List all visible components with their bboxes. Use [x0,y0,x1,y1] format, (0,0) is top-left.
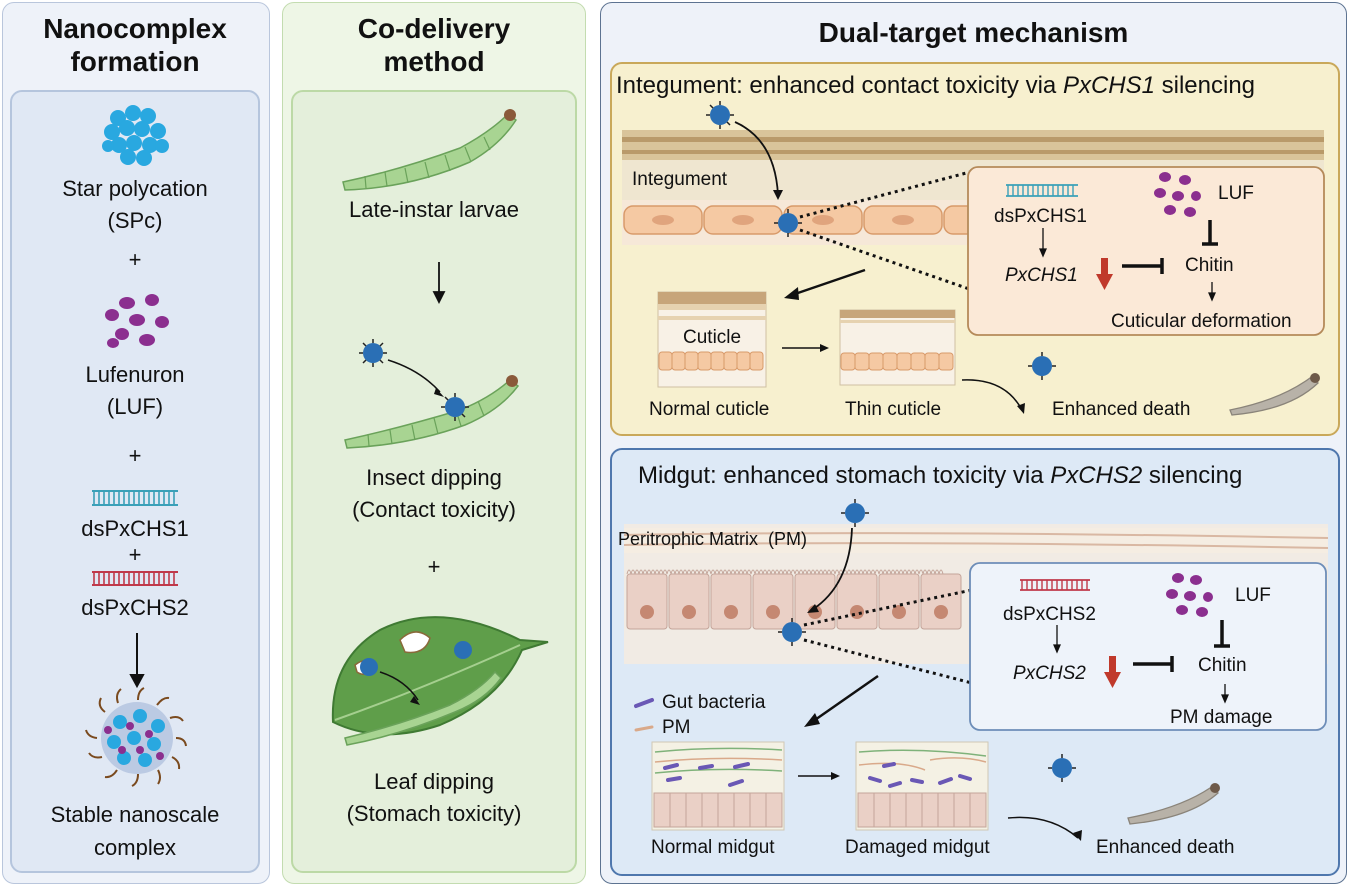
midgut-header: Midgut: enhanced stomach toxicity via Px… [638,461,1242,491]
midgut-luf-label: LUF [1235,585,1271,606]
damaged-midgut-label: Damaged midgut [845,837,990,858]
midgut-dsrna-icon [1020,579,1090,591]
result-label-2: complex [94,835,176,860]
normal-midgut-icon [651,741,785,831]
spc-label-1: Star polycation [62,176,208,201]
thin-cuticle-icon [839,309,956,386]
normal-cuticle-icon [657,291,767,388]
larvae-label: Late-instar larvae [349,197,519,222]
luf-label-1: Lufenuron [85,362,185,387]
midgut-gene-label: PxCHS2 [1013,663,1086,684]
codelivery-inner-panel [291,90,577,873]
cuticle-label: Cuticle [683,327,742,348]
leaf-dipping-label-1: Leaf dipping [374,769,494,794]
leaf-icon [331,616,549,746]
integument-header-suffix: silencing [1154,72,1256,99]
leaf-dipping-label-2: (Stomach toxicity) [346,801,522,826]
midgut-cell-nanoparticle-icon [778,618,806,646]
delivery-arrow [432,262,446,305]
midgut-header-gene: PxCHS2 [1050,462,1143,489]
nanocomplex-icon [85,687,187,787]
integument-ds-label: dsPxCHS1 [994,206,1087,227]
integument-entry-arrow [734,121,779,196]
integument-cell-nanoparticle-icon [774,209,802,237]
dspxchs1-label: dsPxCHS1 [81,516,189,541]
plus-1: + [128,247,142,272]
pm-legend-icon [634,725,654,732]
integument-death-label: Enhanced death [1052,399,1191,420]
nanocomplex-graphics [85,105,187,787]
midgut-down-arrow [1104,656,1121,688]
formation-arrow [129,633,145,689]
midgut-header-text: Midgut: enhanced stomach toxicity via [638,462,1051,489]
nanocomplex-title-line1: Nanocomplex [43,13,227,44]
mechanism-title: Dual-target mechanism [818,17,1129,48]
pm-legend-label: PM [662,717,691,738]
gut-bacteria-legend-label: Gut bacteria [662,692,766,713]
gut-bacteria-legend-icon [634,698,654,708]
midgut-dead-larva-icon [1127,783,1220,825]
result-label-1: Stable nanoscale [50,802,220,827]
dead-larva-icon [1229,373,1320,416]
integument-nanoparticle-icon [706,101,734,129]
spc-label-2: (SPc) [107,208,163,233]
nanocomplex-title-line2: formation [70,46,200,77]
midgut-death-label: Enhanced death [1096,837,1235,858]
dspxchs1-icon [92,490,178,506]
integument-header-text: Integument: enhanced contact toxicity vi… [616,72,1063,99]
dspxchs2-icon [92,571,178,586]
midgut-luf-icon [1166,573,1213,617]
nanoparticle-icon [359,339,387,367]
midgut-death-nanoparticle-icon [1048,754,1076,782]
pm-damage-label: PM damage [1170,707,1273,728]
integument-down-arrow [1096,258,1113,290]
integument-gene-label: PxCHS1 [1005,265,1078,286]
midgut-detail-box [969,562,1327,731]
luf-label-2: (LUF) [106,394,164,419]
insect-dipping-label-1: Insect dipping [366,465,502,490]
codelivery-graphics [331,109,549,746]
insect-dipping-label-2: (Contact toxicity) [352,497,516,522]
dspxchs2-label: dsPxCHS2 [81,595,189,620]
integument-header-gene: PxCHS1 [1062,72,1155,99]
midgut-chitin-label: Chitin [1198,655,1247,676]
midgut-ds-label: dsPxCHS2 [1003,604,1096,625]
cuticular-deformation-label: Cuticular deformation [1111,311,1292,332]
plus-2: + [128,443,142,468]
normal-cuticle-label: Normal cuticle [649,399,770,420]
normal-midgut-label: Normal midgut [651,837,775,858]
integument-luf-icon [1154,172,1201,217]
damaged-midgut-icon [855,741,989,831]
codelivery-plus: + [427,554,441,579]
integument-label: Integument [632,169,728,190]
codelivery-title-line1: Co-delivery [357,13,511,44]
integument-header: Integument: enhanced contact toxicity vi… [616,71,1255,101]
pm-label: Peritrophic Matrix (PM) [618,529,808,549]
larva-icon [342,109,518,191]
dipping-arrow [387,359,441,393]
midgut-header-suffix: silencing [1142,462,1243,489]
integument-chitin-label: Chitin [1185,255,1234,276]
plus-3: + [128,542,142,567]
integument-luf-label: LUF [1218,183,1254,204]
death-nanoparticle-icon [1028,352,1056,380]
lufenuron-icon [105,294,169,348]
codelivery-title-line2: method [383,46,485,77]
star-polycation-icon [102,105,169,166]
midgut-nanoparticle-icon [841,499,869,527]
nanocomplex-title: Nanocomplex formation [10,12,260,78]
thin-cuticle-label: Thin cuticle [845,399,942,420]
dipped-larva-icon [344,375,520,449]
integument-dsrna-icon [1006,184,1078,197]
integument-detail-box [967,166,1325,336]
codelivery-title: Co-delivery method [291,12,577,78]
